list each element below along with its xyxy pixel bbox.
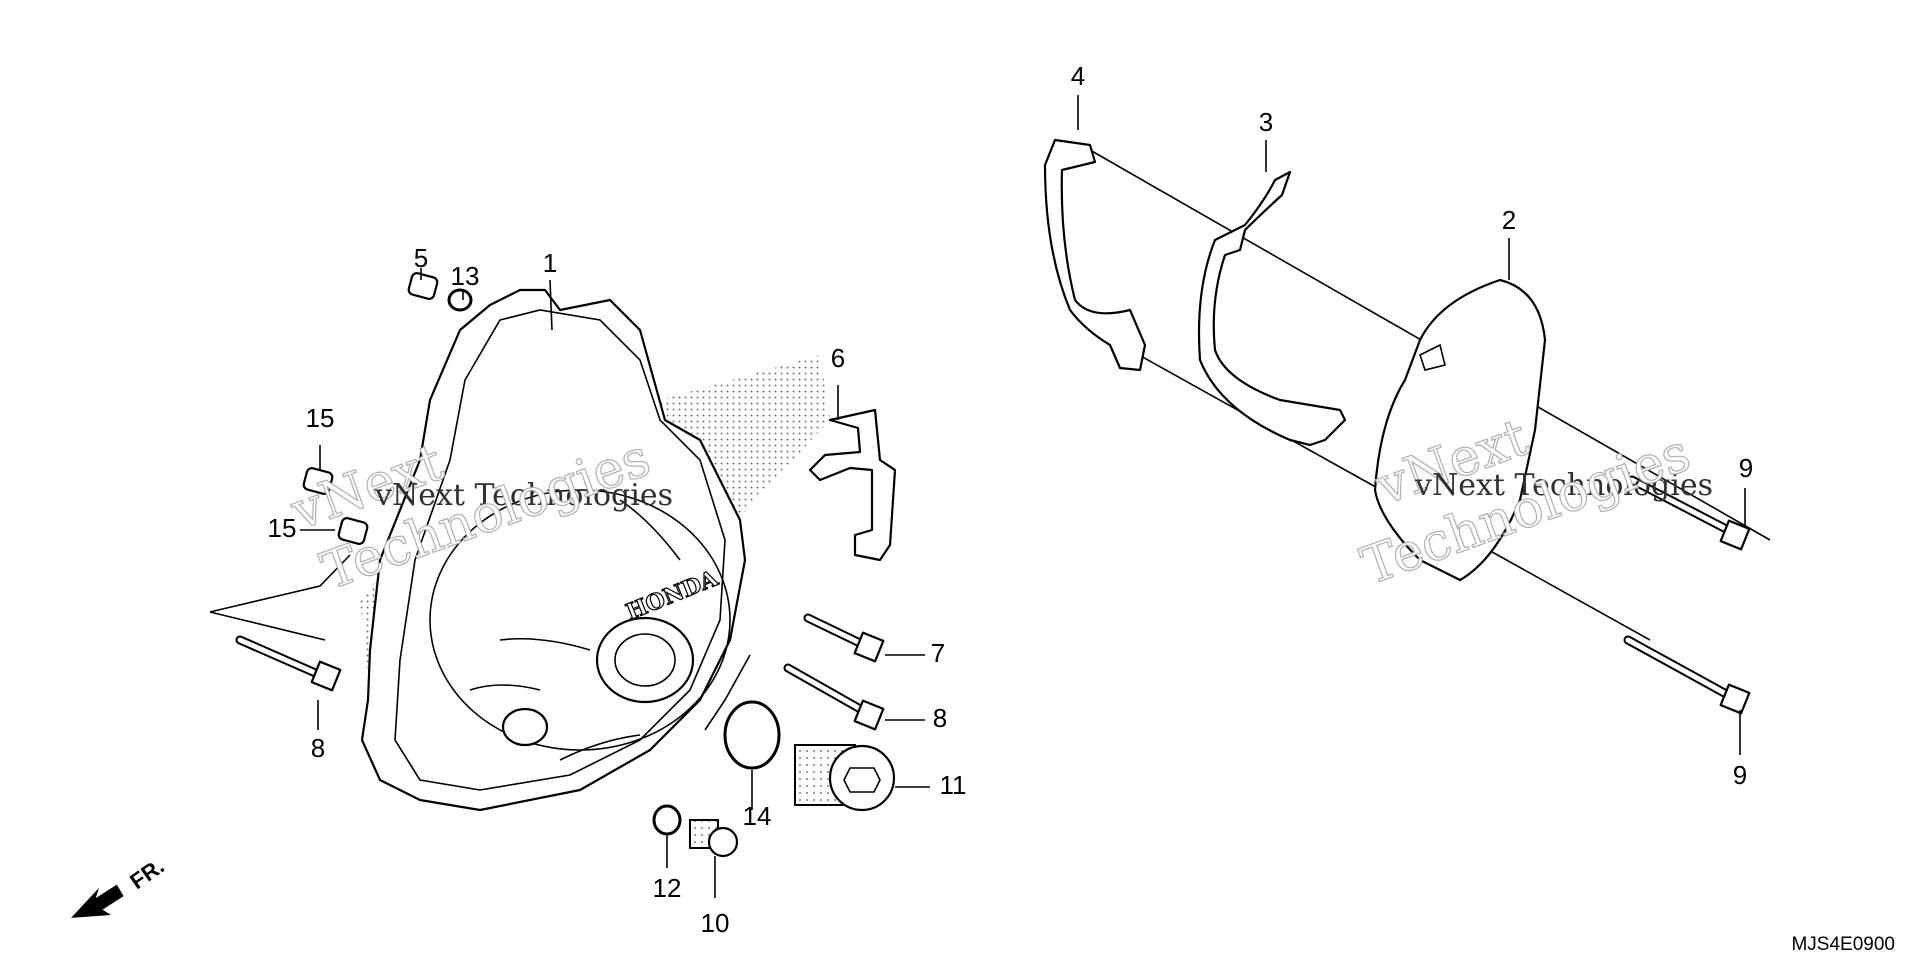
cover-dome: [429, 489, 731, 751]
bracket-part-6: [808, 408, 897, 562]
callout-8-right: 8: [933, 703, 947, 733]
callout-14: 14: [743, 801, 772, 831]
callout-15-lower: 15: [268, 513, 297, 543]
center-boss-hole: [614, 633, 676, 687]
leader-line: [209, 611, 326, 641]
callout-9-lower: 9: [1733, 760, 1747, 790]
bolt-part-8-left: [235, 635, 342, 692]
callout-10: 10: [701, 908, 730, 938]
callout-2: 2: [1502, 205, 1516, 235]
cover-fin: [559, 734, 641, 761]
watermark-title-right: vNext Technologies: [1414, 468, 1713, 503]
diagram-code: MJS4E0900: [1791, 934, 1895, 955]
leader-line: [549, 279, 553, 331]
callout-4: 4: [1071, 61, 1085, 91]
o-ring-part-14: [723, 700, 781, 770]
plug-part-11: [794, 744, 896, 812]
bolt-part-9-lower: [1623, 635, 1751, 715]
watermark-title-left: vNext Technologies: [374, 478, 673, 513]
leader-line: [704, 654, 751, 731]
callout-9-upper: 9: [1739, 453, 1753, 483]
cover-fin: [469, 684, 541, 691]
bracket-part-3: [1197, 170, 1347, 447]
callout-15-upper: 15: [306, 403, 335, 433]
dowel-part-5: [407, 272, 439, 300]
callout-3: 3: [1259, 107, 1273, 137]
plug-part-10: [689, 819, 739, 858]
cover-mount-ear: [1419, 343, 1446, 371]
callout-8-left: 8: [311, 733, 325, 763]
callout-11: 11: [940, 770, 967, 800]
front-direction-label: FR.: [125, 853, 168, 894]
leader-line: [209, 554, 351, 613]
callout-1: 1: [543, 248, 557, 278]
bolt-part-8-right: [783, 663, 885, 731]
callout-12: 12: [653, 873, 682, 903]
small-boss: [501, 707, 549, 747]
callout-6: 6: [831, 343, 845, 373]
washer-part-12: [652, 804, 682, 836]
cover-fin: [619, 499, 681, 561]
dowel-part-15-lower: [337, 517, 369, 545]
crankcase-cover-assembly: HONDA: [360, 288, 830, 812]
callout-5: 5: [414, 243, 428, 273]
guard-part-4: [1043, 138, 1147, 372]
bolt-part-7: [803, 613, 885, 663]
callout-7: 7: [931, 638, 945, 668]
dowel-part-15-upper: [302, 467, 334, 495]
generator-cover-part-2: [1373, 278, 1547, 582]
callout-13: 13: [451, 261, 480, 291]
cover-fin: [499, 637, 591, 651]
front-direction-arrow: FR.: [71, 853, 169, 918]
washer-part-13: [447, 288, 473, 312]
bolt-part-9-upper: [1627, 475, 1751, 551]
